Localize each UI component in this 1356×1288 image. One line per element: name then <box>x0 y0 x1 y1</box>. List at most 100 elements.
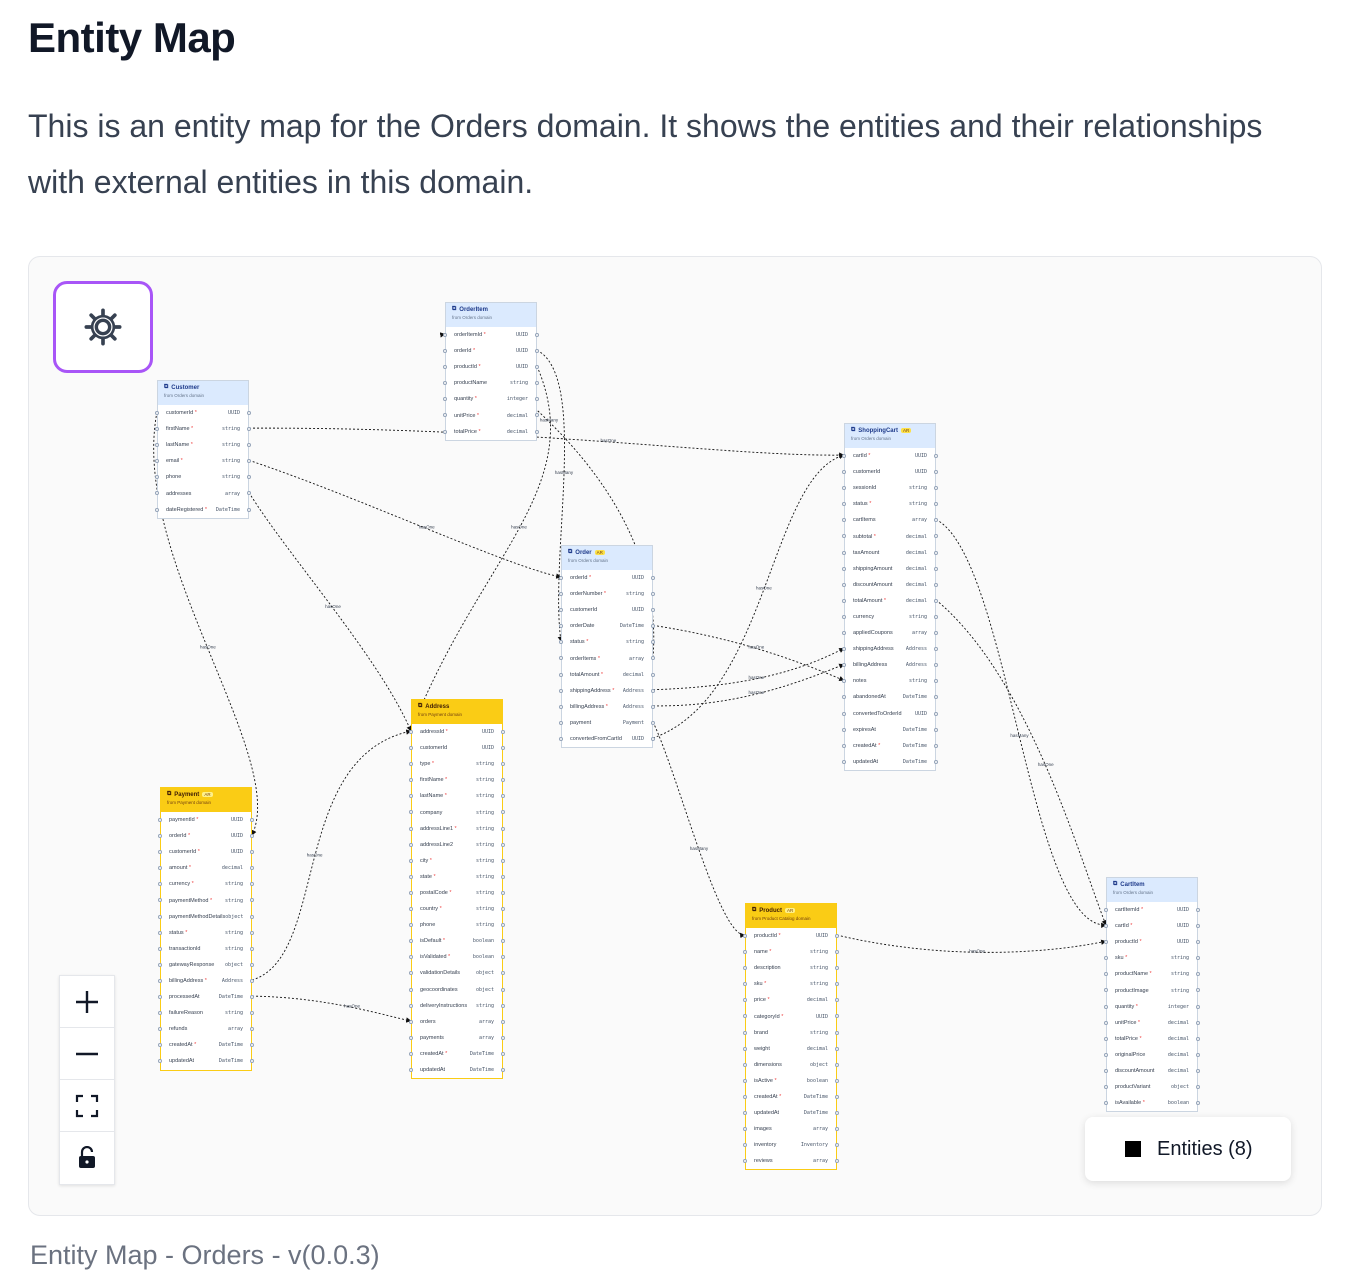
entity-field[interactable]: productId *UUID <box>443 359 539 375</box>
entity-field[interactable]: paymentId *UUID <box>158 812 254 828</box>
entity-field[interactable]: cartId *UUID <box>842 448 938 464</box>
relationship-edge[interactable] <box>652 647 845 691</box>
relationship-edge[interactable] <box>248 427 845 458</box>
entity-field[interactable]: sku *string <box>743 976 839 992</box>
entity-field[interactable]: customerId *UUID <box>158 844 254 860</box>
entity-field[interactable]: postalCode *string <box>409 885 505 901</box>
entity-field[interactable]: unitPrice *decimal <box>1104 1015 1200 1031</box>
entity-field[interactable]: orderNumber *string <box>559 586 655 602</box>
relationship-edge[interactable] <box>248 459 562 579</box>
entity-field[interactable]: orderItemId *UUID <box>443 327 539 343</box>
entity-field[interactable]: createdAt *DateTime <box>842 738 938 754</box>
entity-field[interactable]: totalAmount *decimal <box>842 593 938 609</box>
entity-field[interactable]: amount *decimal <box>158 860 254 876</box>
entity-field[interactable]: status *string <box>158 925 254 941</box>
entity-field[interactable]: isValidated *boolean <box>409 949 505 965</box>
entity-field[interactable]: isAvailable *boolean <box>1104 1095 1200 1111</box>
entity-field[interactable]: lastName *string <box>155 437 251 453</box>
relationship-edge[interactable] <box>248 492 412 732</box>
entity-field[interactable]: productId *UUID <box>1104 934 1200 950</box>
entity-field[interactable]: categoryId *UUID <box>743 1008 839 1024</box>
lock-button[interactable] <box>60 1132 114 1184</box>
entity-field[interactable]: orderItems *array <box>559 650 655 666</box>
entity-field[interactable]: status *string <box>559 634 655 650</box>
entity-field[interactable]: unitPrice *decimal <box>443 407 539 423</box>
entity-field[interactable]: city *string <box>409 853 505 869</box>
relationship-edge[interactable] <box>836 934 1107 953</box>
entity-field[interactable]: totalPrice *decimal <box>443 424 539 440</box>
relationship-edge[interactable] <box>153 411 258 836</box>
settings-button[interactable] <box>53 281 153 373</box>
entity-field[interactable]: currency *string <box>158 876 254 892</box>
relationship-edge[interactable] <box>935 599 1107 926</box>
entity-field[interactable]: sku *string <box>1104 950 1200 966</box>
relationship-edge[interactable] <box>251 729 412 981</box>
entity-field[interactable]: billingAddress *Address <box>158 973 254 989</box>
entity-field[interactable]: orderId *UUID <box>443 343 539 359</box>
entity-field[interactable]: orderId *UUID <box>158 828 254 844</box>
entity-field[interactable]: paymentMethod *string <box>158 892 254 908</box>
entity-field[interactable]: state *string <box>409 869 505 885</box>
entity-field[interactable]: lastName *string <box>409 788 505 804</box>
relationship-edge[interactable] <box>652 624 845 682</box>
entity-field[interactable]: createdAt *DateTime <box>158 1037 254 1053</box>
relationship-edge[interactable] <box>410 366 551 732</box>
zoom-in-button[interactable] <box>60 976 114 1028</box>
zoom-out-button[interactable] <box>60 1028 114 1080</box>
entity-field[interactable]: totalPrice *decimal <box>1104 1031 1200 1047</box>
entity-field[interactable]: firstName *string <box>155 421 251 437</box>
relationship-edge[interactable] <box>652 663 845 707</box>
relationship-edge[interactable] <box>935 519 1107 928</box>
entity-field[interactable]: subtotal *decimal <box>842 528 938 544</box>
entity-field[interactable]: firstName *string <box>409 772 505 788</box>
entity-field[interactable]: isActive *boolean <box>743 1073 839 1089</box>
entities-legend[interactable]: Entities (8) <box>1085 1117 1291 1181</box>
relationship-edge[interactable] <box>652 453 845 739</box>
